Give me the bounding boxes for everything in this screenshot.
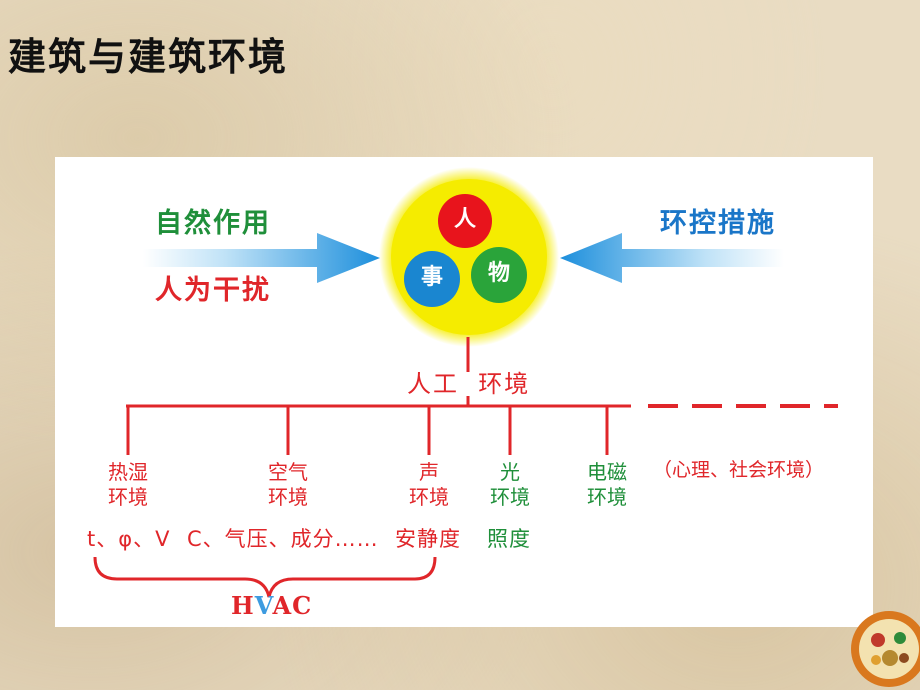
right-arrow — [560, 233, 784, 283]
env-sound-line1: 声 — [419, 460, 439, 484]
param-light: 照度 — [487, 527, 531, 551]
env-light: 光 环境 — [485, 460, 535, 510]
control-measures-label: 环控措施 — [660, 208, 776, 239]
env-air-line2: 环境 — [268, 485, 308, 509]
env-em-line2: 环境 — [587, 485, 627, 509]
event-circle — [404, 251, 460, 307]
hvac-v: V — [254, 591, 273, 620]
env-electromagnetic: 电磁 环境 — [582, 460, 632, 510]
hvac-h: H — [231, 591, 255, 620]
env-thermal-line1: 热湿 — [108, 460, 148, 484]
artificial-env-label: 人工 环境 — [405, 370, 533, 398]
param-thermal: t、φ、V — [87, 527, 171, 551]
env-thermal-line2: 环境 — [108, 485, 148, 509]
object-label: 物 — [487, 261, 510, 286]
env-light-line2: 环境 — [490, 485, 530, 509]
diagram-panel: 自然作用 人为干扰 环控措施 人 事 物 人工 环境 热湿 环境 空气 环境 声… — [55, 157, 873, 627]
env-sound-line2: 环境 — [409, 485, 449, 509]
slide-title: 建筑与建筑环境 — [8, 35, 289, 79]
hvac-ac: AC — [272, 591, 313, 620]
param-sound: 安静度 — [395, 527, 461, 551]
natural-effect-label: 自然作用 — [155, 208, 271, 239]
env-sound: 声 环境 — [404, 460, 454, 510]
decorative-plate-logo-icon — [851, 611, 920, 687]
env-air-line1: 空气 — [268, 460, 308, 484]
env-air: 空气 环境 — [263, 460, 313, 510]
env-thermal: 热湿 环境 — [103, 460, 153, 510]
human-interference-label: 人为干扰 — [155, 275, 271, 306]
diagram-graphics — [93, 167, 838, 598]
left-arrow — [143, 233, 380, 283]
event-label: 事 — [420, 265, 443, 290]
env-light-line1: 光 — [500, 460, 520, 484]
hvac-brace — [93, 556, 437, 598]
env-psych-social: （心理、社会环境） — [653, 459, 825, 481]
person-label: 人 — [453, 207, 476, 232]
person-circle — [438, 194, 492, 248]
hvac-label: HVAC — [231, 594, 312, 618]
env-em-line1: 电磁 — [587, 460, 627, 484]
object-circle — [471, 247, 527, 303]
param-air: C、气压、成分…… — [187, 527, 379, 551]
